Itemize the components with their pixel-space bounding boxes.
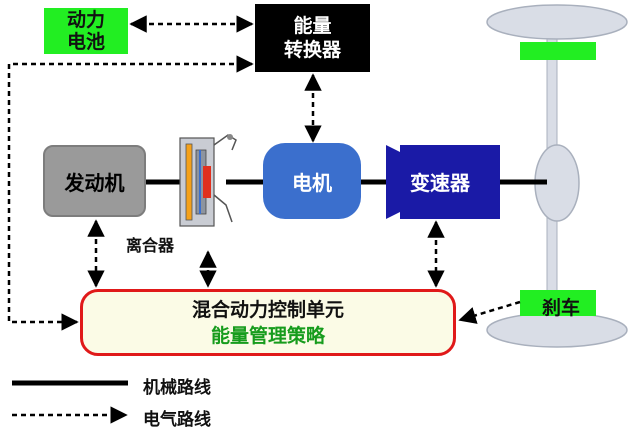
converter-label-2: 转换器 <box>283 39 341 61</box>
legend-mechanical-label: 机械路线 <box>143 378 211 398</box>
elec-converter-controller <box>7 55 254 331</box>
elec-brake-controller <box>458 300 521 324</box>
transmission-label: 变速器 <box>410 171 470 195</box>
transmission-box <box>386 145 500 219</box>
power-battery-box: 动力电池 <box>44 8 128 54</box>
control-unit-label: 混合动力控制单元 <box>191 298 344 321</box>
motor-label: 电机 <box>292 170 332 195</box>
top-brake <box>520 42 596 60</box>
bottom-brake-pad <box>520 290 596 316</box>
battery-label-2: 电池 <box>66 31 105 53</box>
legend-electrical-label: 电气路线 <box>143 410 211 430</box>
energy-strategy-label: 能量管理策略 <box>210 324 325 347</box>
hybrid-control-unit-box: 混合动力控制单元 能量管理策略 <box>80 289 456 356</box>
battery-label-1: 动力 <box>66 9 105 31</box>
motor-box: 电机 <box>263 143 361 219</box>
engine-label: 发动机 <box>64 170 125 195</box>
energy-converter-box: 能量转换器 <box>255 4 370 72</box>
engine-box: 发动机 <box>43 145 146 217</box>
top-wheel <box>486 4 628 40</box>
converter-label-1: 能量 <box>293 15 332 37</box>
clutch-label: 离合器 <box>126 236 175 255</box>
brake-label: 刹车 <box>541 297 580 319</box>
